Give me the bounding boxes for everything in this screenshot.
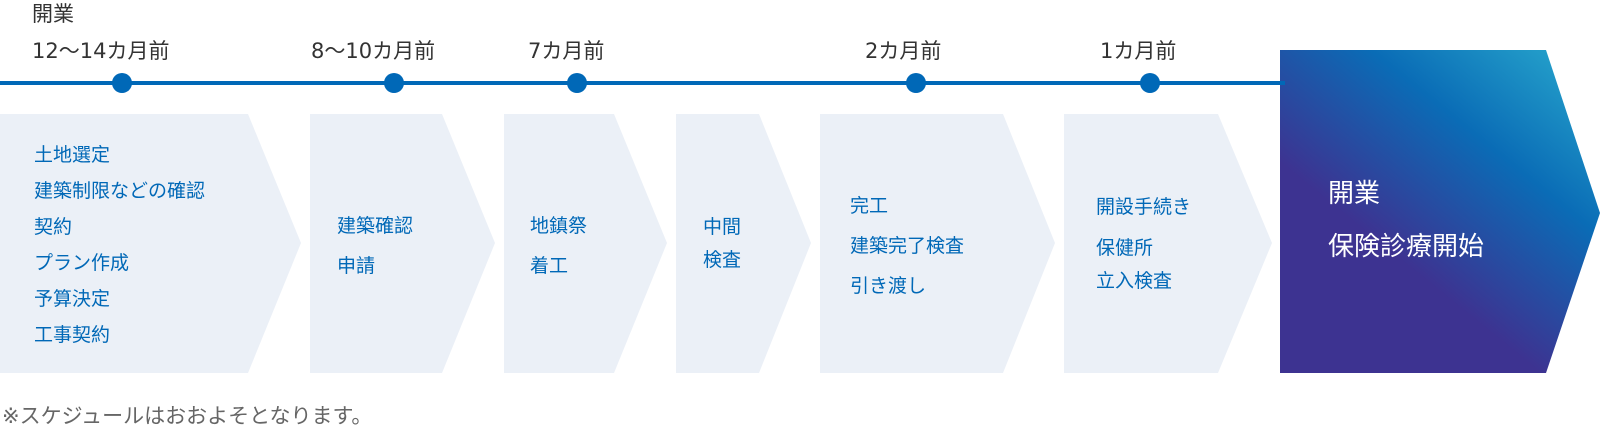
milestone-label: 7カ月前 xyxy=(528,39,605,63)
timeline-dot xyxy=(567,73,587,93)
step-line: 完工 xyxy=(850,195,889,217)
step-text-1: 土地選定 建築制限などの確認 契約 プラン作成 予算決定 工事契約 xyxy=(34,137,205,353)
step-line: 建築確認 xyxy=(337,215,414,237)
timeline-dot xyxy=(1140,73,1160,93)
step-arrow-4 xyxy=(676,114,811,373)
step-line: 申請 xyxy=(337,255,376,277)
step-text-3: 地鎮祭 着工 xyxy=(530,206,587,286)
step-line: 引き渡し xyxy=(850,275,927,297)
step-line: 工事契約 xyxy=(34,324,111,346)
step-line: 建築制限などの確認 xyxy=(34,180,206,202)
milestone-label: 1カ月前 xyxy=(1100,39,1177,63)
opening-label: 開業 xyxy=(32,2,74,26)
step-line: 立入検査 xyxy=(1096,270,1173,292)
milestone-label: 8〜10カ月前 xyxy=(311,39,436,63)
timeline-dot xyxy=(112,73,132,93)
step-line: 地鎮祭 xyxy=(530,215,588,237)
step-line: 検査 xyxy=(703,249,742,271)
step-line: 予算決定 xyxy=(34,288,111,310)
step-text-2: 建築確認 申請 xyxy=(337,206,413,286)
step-line: 中間 xyxy=(703,216,742,238)
step-arrow-3 xyxy=(504,114,667,373)
milestone-label: 12〜14カ月前 xyxy=(32,39,170,63)
timeline-dot xyxy=(384,73,404,93)
final-step-arrow xyxy=(1280,50,1600,373)
step-text-6: 開設手続き 保健所 立入検査 xyxy=(1096,189,1191,298)
step-arrow-1 xyxy=(0,114,301,373)
step-text-4: 中間 検査 xyxy=(703,211,741,277)
timeline-dot xyxy=(906,73,926,93)
step-line: 土地選定 xyxy=(34,144,111,166)
schedule-note: ※スケジュールはおおよそとなります。 xyxy=(2,404,373,428)
step-text-5: 完工 建築完了検査 引き渡し xyxy=(850,186,964,306)
step-line: プラン作成 xyxy=(34,252,130,274)
step-arrow-6 xyxy=(1064,114,1272,373)
step-line: 建築完了検査 xyxy=(850,235,965,257)
final-step-line: 開業 xyxy=(1328,179,1381,209)
milestone-label: 2カ月前 xyxy=(865,39,942,63)
timeline-line xyxy=(0,81,1285,85)
step-arrow-2 xyxy=(310,114,495,373)
final-step-text: 開業 保険診療開始 xyxy=(1328,168,1484,274)
step-arrow-5 xyxy=(820,114,1055,373)
step-line: 契約 xyxy=(34,216,73,238)
final-step-line: 保険診療開始 xyxy=(1328,232,1485,262)
step-line: 開設手続き xyxy=(1096,196,1192,218)
step-line: 保健所 xyxy=(1096,237,1154,259)
step-line: 着工 xyxy=(530,255,569,277)
